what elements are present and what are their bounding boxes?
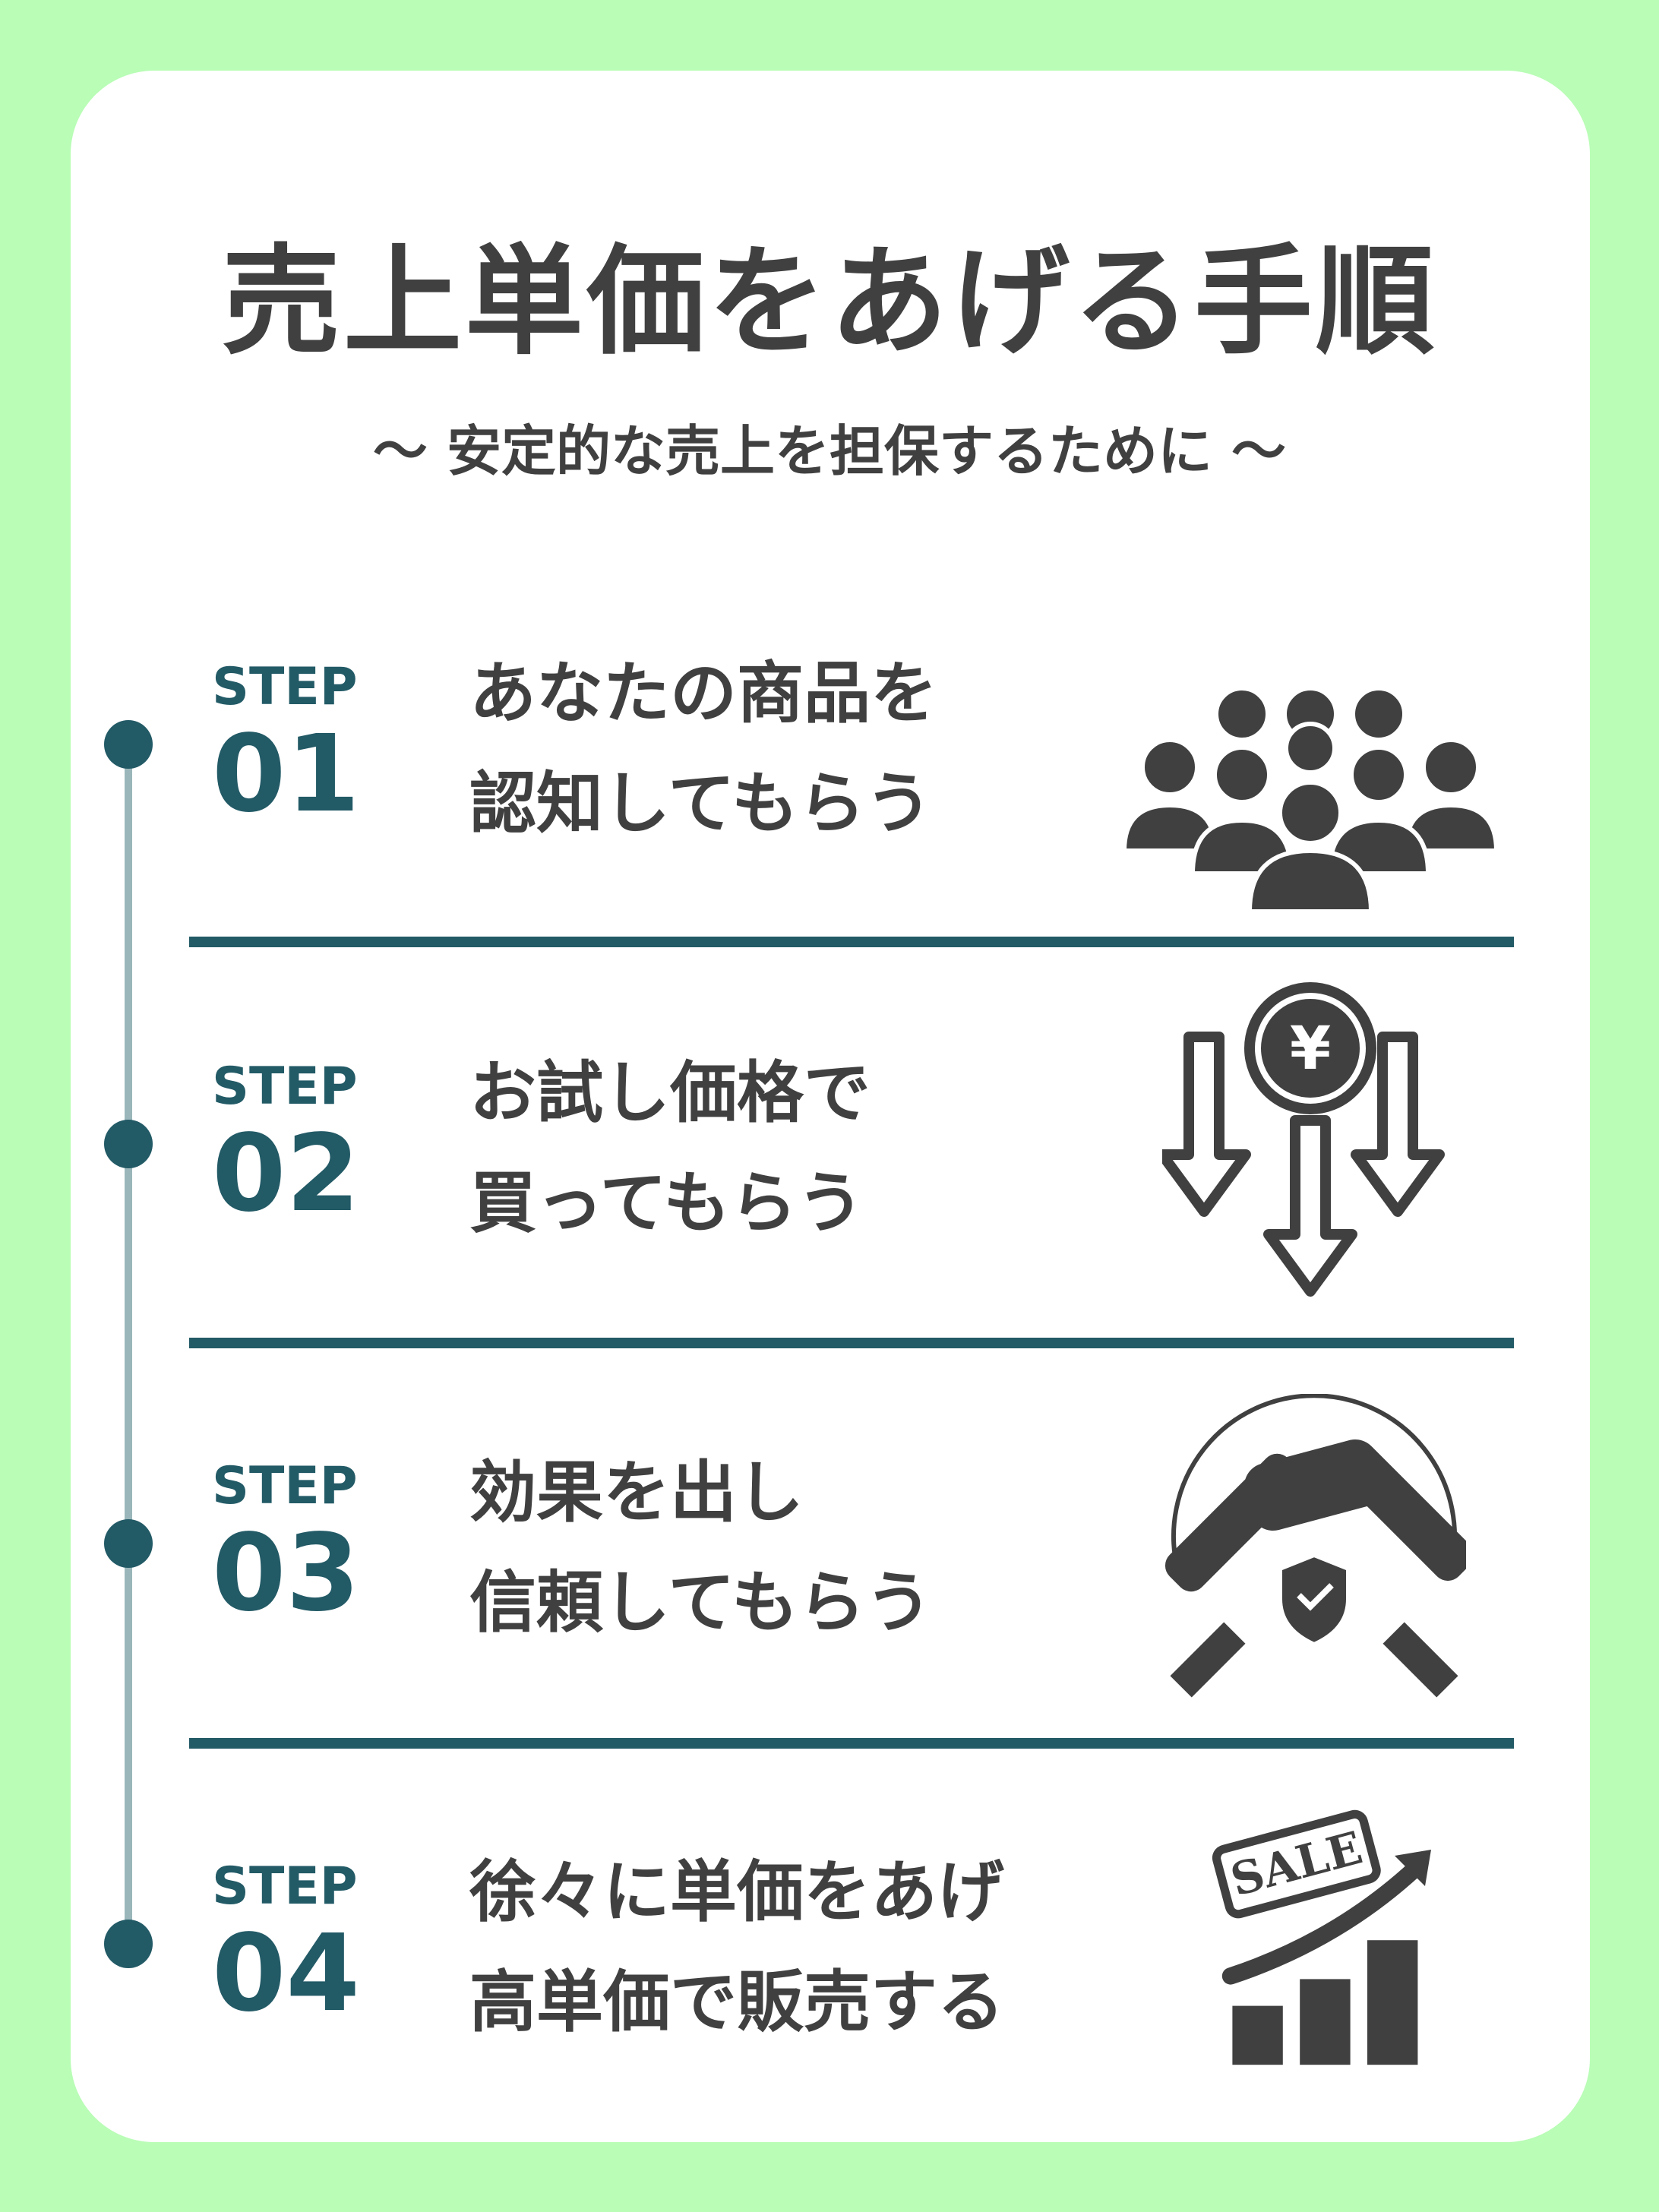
timeline-dot-2 [104, 1120, 153, 1168]
sale-growth-chart-icon: SALE [1212, 1809, 1431, 2065]
timeline-dot-4 [104, 1920, 153, 1968]
timeline-line [125, 744, 132, 1945]
step-2-line2: 買ってもらう [469, 1164, 864, 1242]
timeline-dot-1 [104, 720, 153, 769]
step-1-label: STEP [212, 657, 358, 717]
step-1-number: 01 [212, 713, 360, 836]
step-divider [189, 937, 1514, 947]
step-divider [189, 1338, 1514, 1348]
step-3-label: STEP [212, 1456, 358, 1516]
people-group-icon [1124, 686, 1496, 914]
step-2-label: STEP [212, 1057, 358, 1117]
step-3-number: 03 [212, 1512, 360, 1635]
yen-price-down-icon: ¥ [1162, 982, 1445, 1297]
handshake-shield-icon [1164, 1394, 1466, 1698]
page-title: 売上単価をあげる手順 [222, 232, 1437, 371]
step-3-line2: 信頼してもらう [469, 1563, 932, 1642]
step-1-line1: あなたの商品を [469, 654, 938, 732]
step-4-line1: 徐々に単価をあげ [469, 1853, 1005, 1931]
timeline-dot-3 [104, 1519, 153, 1568]
step-4-text: 徐々に単価をあげ高単価で販売する [469, 1837, 1004, 2057]
step-4-number: 04 [212, 1912, 360, 2036]
step-3-line1: 効果を出し [469, 1453, 804, 1531]
step-4-line2: 高単価で販売する [469, 1963, 1005, 2041]
page-subtitle: 〜 安定的な売上を担保するために 〜 [372, 419, 1287, 483]
step-1-line2: 認知してもらう [469, 764, 932, 842]
yen-symbol: ¥ [1290, 1015, 1331, 1083]
step-divider [189, 1738, 1514, 1749]
step-2-text: お試し価格で買ってもらう [469, 1038, 871, 1258]
step-2-number: 02 [212, 1112, 360, 1236]
step-1-text: あなたの商品を認知してもらう [469, 638, 937, 858]
step-2-line1: お試し価格で [469, 1054, 871, 1132]
step-4-label: STEP [212, 1856, 358, 1917]
step-3-text: 効果を出し信頼してもらう [469, 1437, 932, 1657]
